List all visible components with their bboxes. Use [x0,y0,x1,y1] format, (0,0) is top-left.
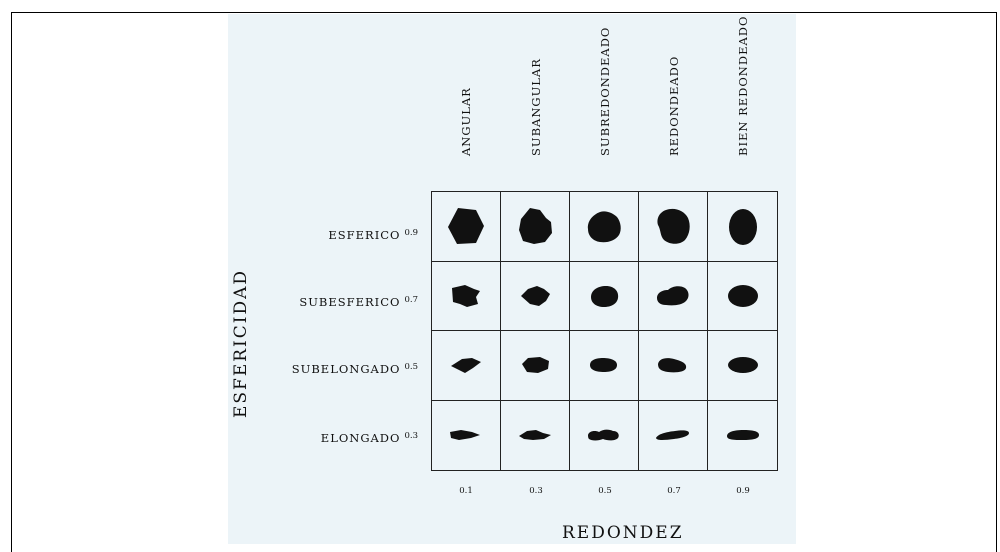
grain-cell [708,192,777,262]
row-label-value: 0.3 [404,431,418,441]
grain-cell [501,261,570,331]
grain-bien-redondeado-subesferico [727,284,758,307]
grain-cell [639,192,708,262]
column-header-label: REDONDEADO [667,55,681,156]
chart-panel [228,14,796,544]
roundness-value-0-1: 0.1 [459,486,473,496]
row-label-value: 0.9 [404,228,418,238]
column-header-label: SUBANGULAR [529,58,543,156]
grain-angular-elongado [450,430,480,441]
grain-redondeado-elongado [656,430,689,441]
column-header-label: BIEN REDONDEADO [736,15,750,156]
grain-subredondeado-subesferico [591,285,619,307]
grain-cell [570,400,639,470]
grain-cell [501,331,570,401]
column-header-redondeado: REDONDEADO [639,0,709,170]
grain-subredondeado-subelongado [590,358,617,373]
grain-cell [708,401,777,471]
grain-bien-redondeado-esferico [728,209,757,246]
grain-cell [501,192,570,262]
grain-cell [708,331,777,401]
column-header-bien-redondeado: BIEN REDONDEADO [708,0,778,170]
grain-cell [570,331,639,401]
grain-bien-redondeado-elongado [726,430,759,441]
grain-redondeado-subesferico [657,286,689,306]
grain-subangular-esferico [519,208,552,245]
column-header-label: ANGULAR [459,87,473,156]
column-header-subangular: SUBANGULAR [501,0,571,170]
roundness-value-0-3: 0.3 [529,486,543,496]
grain-subangular-subesferico [521,285,550,306]
column-header-angular: ANGULAR [431,0,501,170]
column-header-subredondeado: SUBREDONDEADO [570,0,640,170]
y-axis-title: ESFERICIDAD [231,268,251,418]
grain-redondeado-esferico [657,209,690,244]
grain-cell [432,192,501,262]
grain-cell [639,400,708,470]
row-label-text: ESFERICO [328,228,401,242]
roundness-value-0-5: 0.5 [598,486,612,496]
x-axis-title: REDONDEZ [562,523,684,543]
grain-cell [432,331,501,401]
row-label-value: 0.7 [404,295,418,305]
grain-cell [570,261,639,331]
row-label-value: 0.5 [404,362,418,372]
grain-cell [501,400,570,470]
roundness-value-0-7: 0.7 [667,486,681,496]
row-label-text: SUBELONGADO [291,362,401,376]
grain-cell [432,261,501,331]
grain-subredondeado-elongado [588,429,619,441]
grain-matrix [431,191,778,471]
grain-subangular-elongado [519,430,551,441]
row-label-text: ELONGADO [320,431,401,445]
roundness-value-0-9: 0.9 [736,486,750,496]
grain-cell [708,262,777,331]
grain-angular-subelongado [451,358,481,374]
grain-cell [639,331,708,401]
grain-angular-subesferico [452,284,480,307]
grain-cell [432,400,501,470]
grain-subangular-subelongado [522,357,549,374]
grain-cell [639,261,708,331]
grain-cell [570,192,639,262]
row-label-text: SUBESFERICO [299,295,401,309]
grain-subredondeado-esferico [587,211,621,243]
grain-bien-redondeado-subelongado [727,357,758,374]
page-frame [11,12,997,552]
grain-angular-esferico [448,208,484,245]
column-header-label: SUBREDONDEADO [598,26,612,156]
grain-redondeado-subelongado [658,358,687,373]
